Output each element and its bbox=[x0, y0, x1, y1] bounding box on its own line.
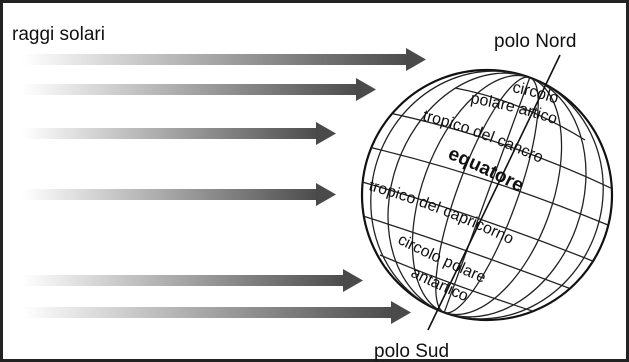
sun-ray bbox=[22, 48, 426, 71]
globe bbox=[360, 54, 614, 331]
sun-ray bbox=[22, 269, 363, 292]
equator-line bbox=[362, 144, 612, 231]
sun-ray bbox=[22, 122, 336, 145]
tropic-capricorn-line bbox=[362, 179, 612, 271]
sun-ray bbox=[22, 78, 376, 101]
sun-rays bbox=[22, 48, 426, 324]
sun-ray bbox=[22, 183, 336, 206]
meridians bbox=[370, 70, 604, 320]
sun-ray bbox=[22, 301, 411, 324]
parallel-line bbox=[362, 214, 601, 301]
antarctic-circle-line bbox=[379, 254, 546, 316]
earth-axis bbox=[427, 54, 561, 331]
arctic-circle-line bbox=[454, 87, 586, 141]
north-pole-label: polo Nord bbox=[494, 31, 576, 52]
sun-rays-label: raggi solari bbox=[12, 24, 105, 45]
parallels bbox=[362, 87, 612, 316]
south-pole-label: polo Sud bbox=[374, 341, 449, 362]
tropic-cancer-line bbox=[374, 109, 612, 191]
